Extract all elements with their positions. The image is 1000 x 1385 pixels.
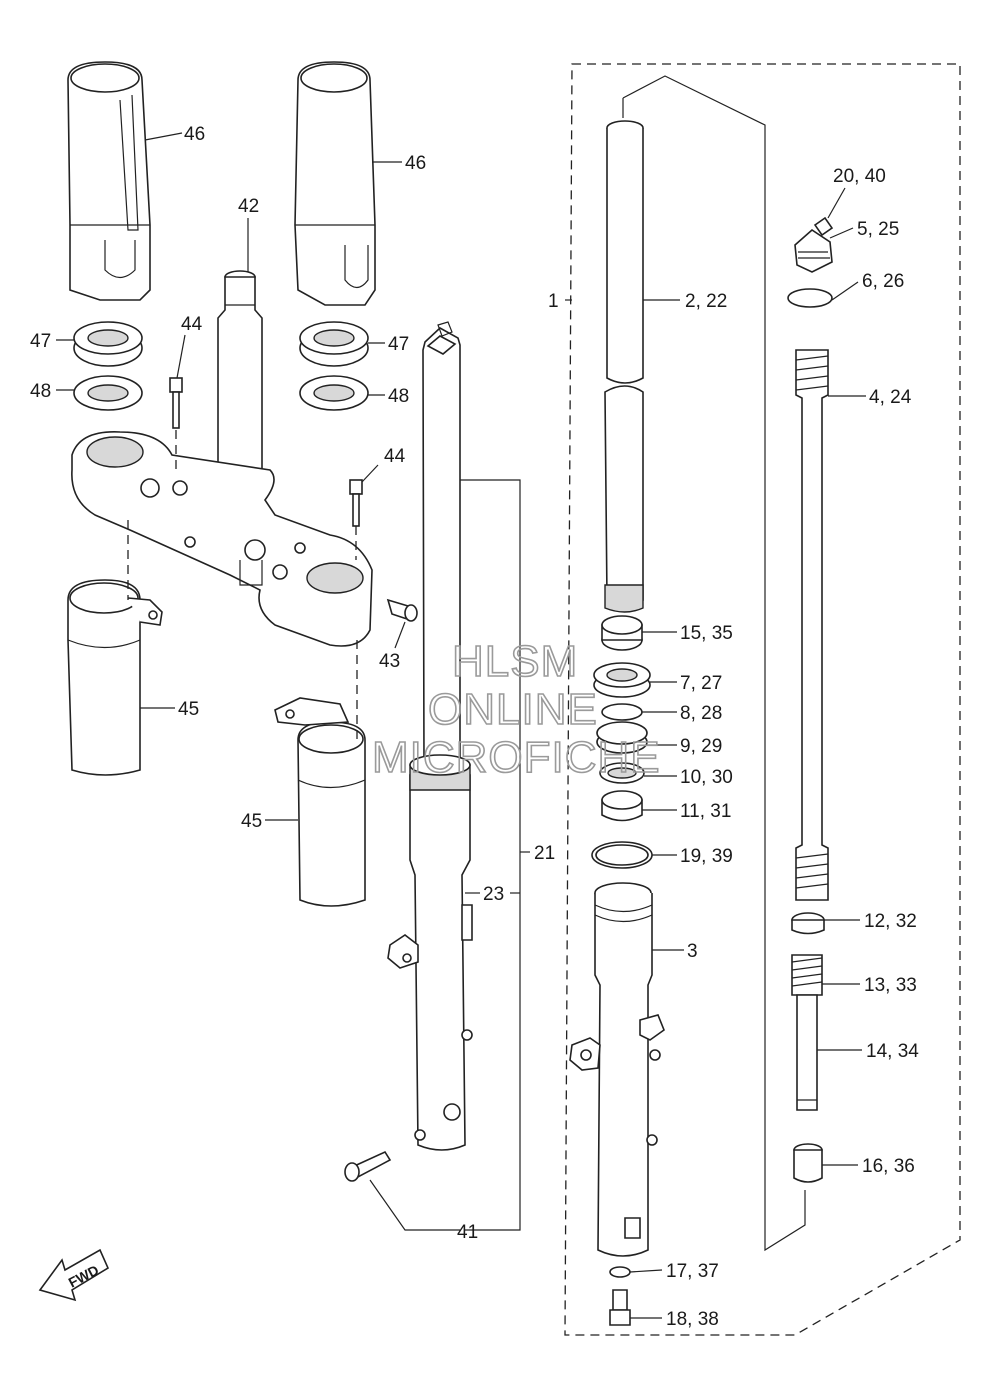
assembly-boundary — [564, 63, 961, 1336]
clip-9 — [596, 721, 648, 754]
label-44-left: 44 — [181, 314, 203, 335]
label-45-left: 45 — [178, 699, 199, 720]
label-41: 41 — [457, 1222, 478, 1243]
bolt-43 — [386, 598, 418, 622]
bolt-44-left — [169, 377, 183, 429]
oil-seal-8 — [601, 703, 643, 721]
label-3: 3 — [687, 941, 698, 962]
rebound-spring-13 — [791, 954, 823, 996]
label-21: 21 — [534, 843, 555, 864]
label-10-30: 10, 30 — [680, 767, 733, 788]
bolt-41 — [344, 1150, 392, 1182]
washer-left — [73, 375, 143, 411]
label-18-38: 18, 38 — [666, 1309, 719, 1330]
label-20-40: 20, 40 — [833, 166, 886, 187]
lower-cover-right — [274, 697, 366, 907]
spring-4 — [795, 349, 829, 901]
watermark-line1: HLSM — [452, 637, 578, 686]
label-5-25: 5, 25 — [857, 219, 899, 240]
watermark-line3: MICROFICHE — [372, 733, 661, 782]
label-48-right: 48 — [388, 386, 409, 407]
label-19-39: 19, 39 — [680, 846, 733, 867]
o-ring-6 — [787, 288, 833, 308]
label-8-28: 8, 28 — [680, 703, 722, 724]
fwd-arrow-icon: FWD — [38, 1248, 110, 1302]
leader-lines — [56, 132, 866, 1319]
oil-lock-16 — [793, 1143, 823, 1183]
label-13-33: 13, 33 — [864, 975, 917, 996]
bushing-11 — [601, 790, 643, 822]
label-23: 23 — [483, 884, 504, 905]
bolt-44-right — [349, 479, 363, 527]
label-6-26: 6, 26 — [862, 271, 904, 292]
lower-cover-left — [67, 579, 163, 776]
leader-41 — [369, 1179, 460, 1231]
damper-rod-14 — [796, 994, 818, 1111]
inner-tube-21 — [422, 321, 461, 771]
bearing-right — [299, 321, 369, 367]
label-48-left: 48 — [30, 381, 51, 402]
label-42: 42 — [238, 196, 259, 217]
washer-7 — [593, 662, 651, 698]
label-47-left: 47 — [30, 331, 51, 352]
label-7-27: 7, 27 — [680, 673, 722, 694]
label-43: 43 — [379, 651, 400, 672]
inner-tube-2 — [604, 120, 644, 613]
label-14-34: 14, 34 — [866, 1041, 919, 1062]
part-labels: 46 46 42 47 47 44 48 48 44 43 45 45 21 2… — [30, 124, 919, 1330]
label-16-36: 16, 36 — [862, 1156, 915, 1177]
label-12-32: 12, 32 — [864, 911, 917, 932]
bolt-18 — [609, 1289, 631, 1326]
washer-17 — [609, 1266, 631, 1278]
label-46-left: 46 — [184, 124, 205, 145]
lower-bracket — [71, 431, 373, 647]
circlip-19 — [591, 841, 653, 869]
label-17-37: 17, 37 — [666, 1261, 719, 1282]
washer-10 — [599, 762, 645, 784]
outer-tube-3 — [569, 882, 665, 1257]
label-2-22: 2, 22 — [685, 291, 727, 312]
cap-bolt-5 — [794, 216, 834, 273]
fork-cover-left — [67, 61, 151, 301]
label-15-35: 15, 35 — [680, 623, 733, 644]
label-46-right: 46 — [405, 153, 426, 174]
washer-right — [299, 375, 369, 411]
spacer-12 — [791, 912, 825, 935]
label-44-right: 44 — [384, 446, 406, 467]
bracket-21 — [460, 479, 521, 1231]
label-1: 1 — [548, 291, 559, 312]
assembly-outline — [622, 75, 806, 1252]
label-11-31: 11, 31 — [680, 801, 731, 822]
watermark: HLSM ONLINE MICROFICHE — [371, 636, 661, 783]
label-45-right: 45 — [241, 811, 262, 832]
watermark-line2: ONLINE — [428, 685, 598, 734]
bearing-left — [73, 321, 143, 367]
bushing-15 — [601, 615, 643, 651]
label-47-right: 47 — [388, 334, 409, 355]
outer-tube-23 — [387, 754, 473, 1151]
fork-cover-right — [294, 61, 376, 306]
label-4-24: 4, 24 — [869, 387, 912, 408]
label-9-29: 9, 29 — [680, 736, 722, 757]
